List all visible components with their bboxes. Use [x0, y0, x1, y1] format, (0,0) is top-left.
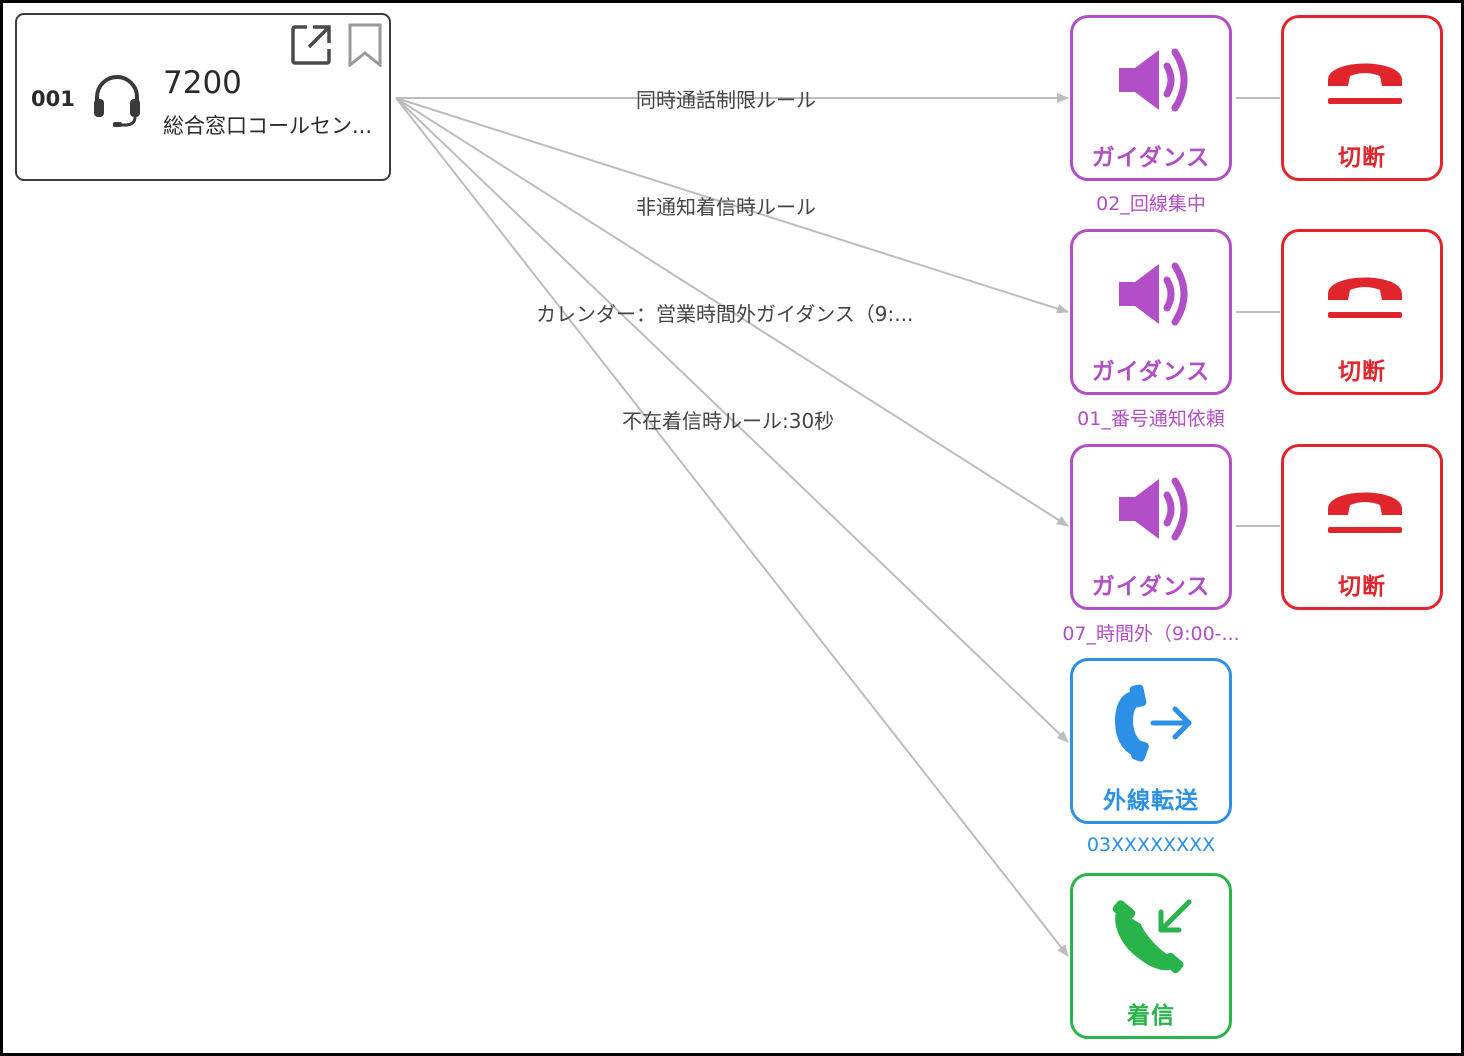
edge-line[interactable] — [395, 97, 1069, 743]
hangup-node[interactable]: 切断 — [1281, 15, 1443, 181]
incoming-call-node[interactable]: 着信 — [1070, 873, 1232, 1039]
headset-icon — [91, 73, 143, 131]
edge-line[interactable] — [395, 97, 1069, 314]
guidance-node[interactable]: ガイダンス — [1070, 444, 1232, 610]
hangup-label: 切断 — [1338, 145, 1386, 171]
source-index: 001 — [31, 87, 75, 111]
guidance-caption: 07_時間外（9:00-... — [1062, 623, 1240, 645]
transfer-caption: 03XXXXXXXX — [1086, 834, 1216, 856]
guidance-caption: 02_回線集中 — [1096, 193, 1206, 215]
edge-label-concurrent-limit: 同時通話制限ルール — [636, 88, 816, 112]
guidance-node[interactable]: ガイダンス — [1070, 15, 1232, 181]
hangup-node[interactable]: 切断 — [1281, 444, 1443, 610]
hangup-node[interactable]: 切断 — [1281, 229, 1443, 395]
hangup-label: 切断 — [1338, 359, 1386, 385]
incoming-label: 着信 — [1127, 1003, 1175, 1029]
guidance-label: ガイダンス — [1091, 145, 1211, 171]
guidance-caption: 01_番号通知依頼 — [1077, 408, 1225, 430]
hangup-label: 切断 — [1338, 574, 1386, 600]
open-external-icon[interactable] — [289, 23, 333, 71]
guidance-label: ガイダンス — [1091, 359, 1211, 385]
edge-line[interactable] — [395, 97, 1069, 957]
edge-label-missed-call: 不在着信時ルール:30秒 — [622, 409, 835, 433]
source-extension: 7200 — [163, 65, 242, 101]
edge-label-calendar: カレンダー：営業時間外ガイダンス（9:... — [536, 302, 914, 326]
edge-label-anonymous: 非通知着信時ルール — [636, 195, 816, 219]
transfer-label: 外線転送 — [1103, 788, 1199, 814]
source-name: 総合窓口コールセン... — [163, 114, 373, 138]
bookmark-icon[interactable] — [347, 23, 383, 71]
source-node-card[interactable]: 001 7200 総合窓口コールセン... — [15, 13, 391, 181]
edge-line[interactable] — [395, 97, 1069, 527]
guidance-label: ガイダンス — [1091, 574, 1211, 600]
guidance-node[interactable]: ガイダンス — [1070, 229, 1232, 395]
external-transfer-node[interactable]: 外線転送 — [1070, 658, 1232, 824]
